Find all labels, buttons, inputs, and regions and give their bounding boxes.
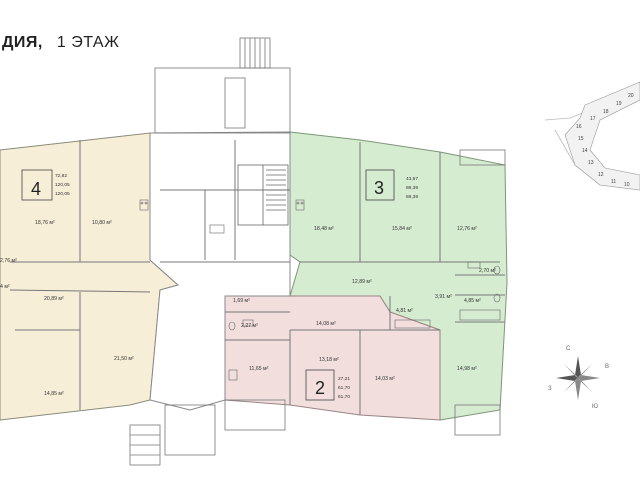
key-number: 10 <box>624 182 630 188</box>
apartment-2-stat-1: 27,21 <box>338 376 350 382</box>
common-core <box>149 131 291 411</box>
apartment-2-area[interactable] <box>224 295 441 421</box>
entrance-structure <box>129 37 506 466</box>
room-area: 4,85 м² <box>464 298 481 304</box>
compass-rose: С В Ю З <box>548 346 609 410</box>
apartment-4-stat-1: 72,82 <box>55 173 67 179</box>
room-area: 14,85 м² <box>44 391 64 397</box>
compass-west-label: З <box>548 386 552 392</box>
apartment-3-stat-3: 86,39 <box>406 194 418 200</box>
compass-needle-north <box>575 356 581 378</box>
room-area: 21,50 м² <box>114 356 134 362</box>
compass-needle-south <box>575 378 581 400</box>
title-text: ДИЯ, <box>2 34 43 51</box>
room-area: 2,70 м² <box>479 268 496 274</box>
apartment-4-stat-2: 120,05 <box>55 182 70 188</box>
apartment-3-stat-1: 43,57 <box>406 176 418 182</box>
room-area: 4 м² <box>0 284 10 290</box>
apartment-2-stat-2: 61,70 <box>338 385 350 391</box>
room-area: 2,27 м² <box>241 323 258 329</box>
room-area: 12,76 м² <box>457 226 477 232</box>
room-area: 14,98 м² <box>457 366 477 372</box>
key-number: 14 <box>582 148 588 154</box>
apartment-2-number: 2 <box>315 378 325 398</box>
apartment-4-number: 4 <box>31 179 41 199</box>
room-area: 4,81 м² <box>396 308 413 314</box>
room-area: 15,84 м² <box>392 226 412 232</box>
apartment-3-number: 3 <box>374 178 384 198</box>
room-area: 3,91 м² <box>435 294 452 300</box>
key-number: 12 <box>598 172 604 178</box>
room-area: 13,18 м² <box>319 357 339 363</box>
key-number: 18 <box>603 109 609 115</box>
room-area: 14,08 м² <box>316 321 336 327</box>
room-area: 1,69 м² <box>233 298 250 304</box>
room-area: 12,89 м² <box>352 279 372 285</box>
apartment-3-stat-2: 86,39 <box>406 185 418 191</box>
key-number: 20 <box>628 93 634 99</box>
compass-north-label: С <box>566 346 571 352</box>
key-number: 13 <box>588 160 594 166</box>
internal-walls <box>9 140 505 415</box>
apartment-3-badge <box>365 169 395 201</box>
compass-needle-west <box>556 375 578 381</box>
key-number: 15 <box>578 136 584 142</box>
apartment-2-badge <box>305 369 335 401</box>
room-area: 14,03 м² <box>375 376 395 382</box>
room-area: 18,76 м² <box>35 220 55 226</box>
room-area: 10,80 м² <box>92 220 112 226</box>
compass-east-label: В <box>605 364 609 370</box>
room-area: 20,89 м² <box>44 296 64 302</box>
room-area: 2,76 м² <box>0 258 17 264</box>
site-key-plan: 16 17 18 19 20 15 14 13 12 11 10 <box>544 81 640 191</box>
compass-south-label: Ю <box>592 404 598 410</box>
fixtures <box>139 199 501 381</box>
key-number: 11 <box>611 179 616 185</box>
room-area: 11,65 м² <box>249 366 269 372</box>
key-number: 16 <box>576 124 582 130</box>
key-number: 19 <box>616 101 622 107</box>
plan-title: ДИЯ, 1 ЭТАЖ <box>2 34 119 52</box>
staircase <box>237 164 289 226</box>
apartment-4-stat-3: 120,05 <box>55 191 70 197</box>
apartment-4-badge <box>21 169 53 201</box>
room-area: 18,48 м² <box>314 226 334 232</box>
apartment-2-stat-3: 61,70 <box>338 394 350 400</box>
floor-label: 1 ЭТАЖ <box>56 34 120 51</box>
key-number: 17 <box>590 116 596 122</box>
compass-needle-east <box>578 375 600 381</box>
